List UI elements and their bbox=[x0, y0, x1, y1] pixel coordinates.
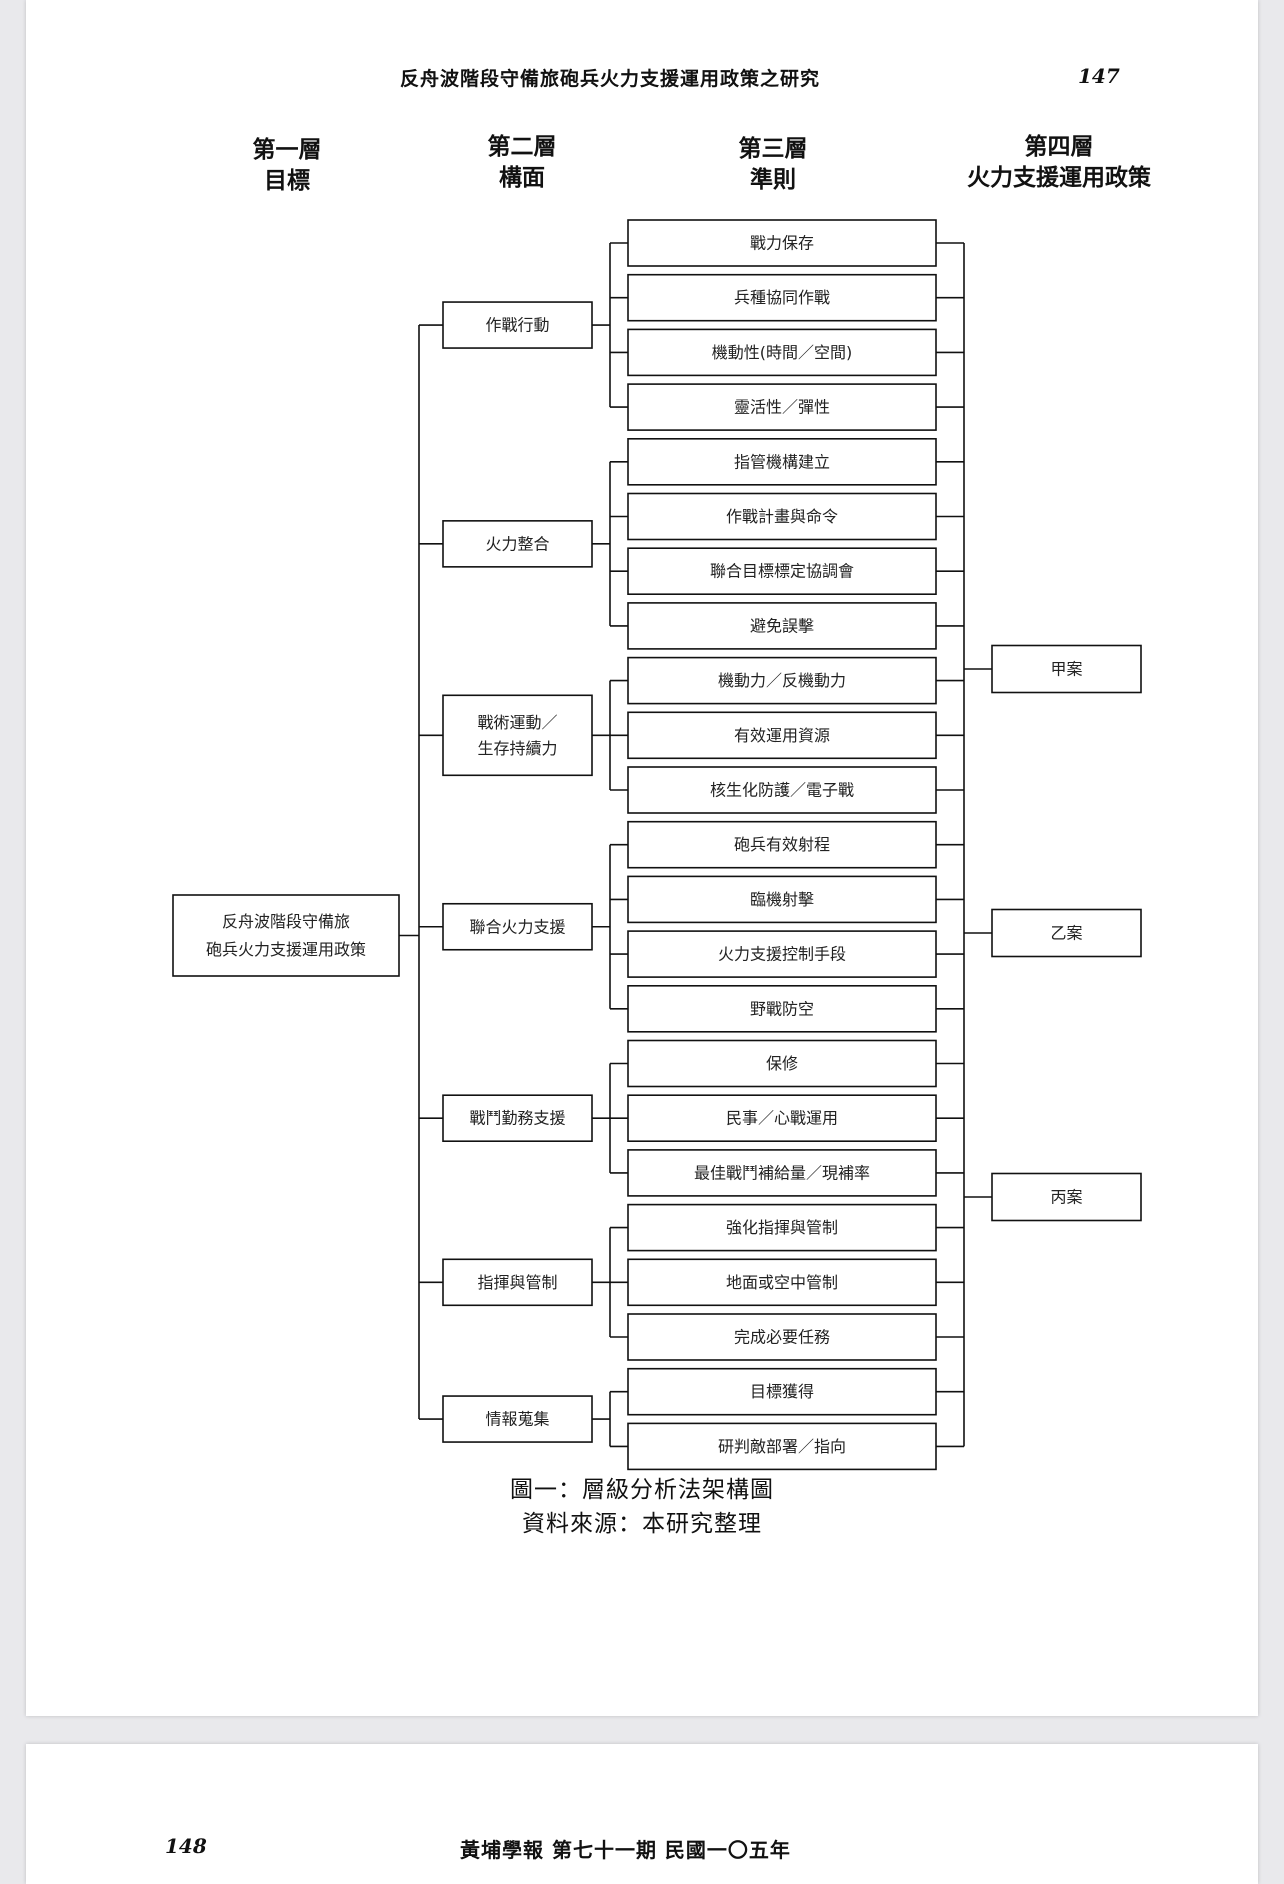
criterion-label: 避免誤擊 bbox=[750, 616, 814, 635]
criterion-box bbox=[627, 930, 937, 978]
goal-box bbox=[172, 894, 400, 977]
criterion-label: 有效運用資源 bbox=[734, 726, 830, 745]
criterion-label: 民事／心戰運用 bbox=[726, 1109, 838, 1128]
criterion-label: 最佳戰鬥補給量／現補率 bbox=[694, 1163, 870, 1182]
alternative-label: 乙案 bbox=[1050, 924, 1082, 943]
alternative-box bbox=[991, 1172, 1142, 1222]
criterion-label: 強化指揮與管制 bbox=[726, 1218, 838, 1237]
alternative-box bbox=[991, 908, 1142, 958]
criterion-label: 靈活性／彈性 bbox=[734, 398, 830, 417]
level-3-heading: 第三層 準則 bbox=[663, 133, 883, 195]
dimension-box bbox=[442, 301, 593, 349]
dimension-label: 聯合火力支援 bbox=[469, 917, 565, 936]
criterion-box bbox=[627, 984, 937, 1033]
dimension-box bbox=[442, 1395, 593, 1443]
dimension-label-line1: 戰術運動／ bbox=[477, 713, 557, 732]
criterion-box bbox=[627, 602, 937, 650]
goal-label-line2: 砲兵火力支援運用政策 bbox=[206, 940, 366, 959]
level-1-label: 第一層 bbox=[252, 136, 322, 163]
level-4-name: 火力支援運用政策 bbox=[967, 164, 1151, 191]
dimension-box bbox=[442, 694, 593, 777]
page-148 bbox=[26, 1744, 1258, 1884]
dimension-box bbox=[442, 902, 593, 951]
dimension-box bbox=[442, 520, 593, 568]
criterion-box bbox=[627, 1422, 937, 1471]
criterion-box bbox=[627, 219, 937, 267]
level-4-label: 第四層 bbox=[1024, 133, 1094, 160]
criterion-box bbox=[627, 1094, 937, 1142]
criterion-label: 地面或空中管制 bbox=[726, 1273, 838, 1292]
dimension-label: 作戰行動 bbox=[485, 316, 549, 335]
running-header-title: 反舟波階段守備旅砲兵火力支援運用政策之研究 bbox=[400, 68, 821, 90]
criterion-box bbox=[627, 273, 937, 322]
criterion-label: 保修 bbox=[766, 1054, 798, 1073]
level-2-heading: 第二層 構面 bbox=[412, 131, 632, 193]
header-page-number: 147 bbox=[1078, 64, 1120, 88]
criterion-label: 核生化防護／電子戰 bbox=[710, 781, 854, 800]
criterion-label: 兵種協同作戰 bbox=[734, 288, 830, 307]
criterion-label: 完成必要任務 bbox=[734, 1328, 830, 1347]
dimension-label: 情報蒐集 bbox=[485, 1410, 549, 1429]
criterion-label: 作戰計畫與命令 bbox=[726, 507, 838, 526]
criterion-label: 砲兵有效射程 bbox=[734, 835, 830, 854]
footer-page-number: 148 bbox=[165, 1834, 207, 1858]
criterion-label: 聯合目標標定協調會 bbox=[710, 562, 854, 581]
criterion-box bbox=[627, 711, 937, 760]
alternative-box bbox=[991, 644, 1142, 694]
level-1-heading: 第一層 目標 bbox=[177, 134, 397, 196]
criterion-box bbox=[627, 875, 937, 924]
criterion-label: 火力支援控制手段 bbox=[718, 945, 846, 964]
figure-source: 資料來源：本研究整理 bbox=[522, 1511, 762, 1537]
level-2-label: 第二層 bbox=[487, 133, 557, 160]
level-3-label: 第三層 bbox=[738, 135, 808, 162]
criterion-box bbox=[627, 766, 937, 814]
criterion-label: 機動力／反機動力 bbox=[718, 671, 846, 690]
criterion-label: 機動性(時間／空間) bbox=[712, 343, 853, 362]
criterion-label: 臨機射擊 bbox=[750, 890, 814, 909]
goal-label-line1: 反舟波階段守備旅 bbox=[222, 912, 350, 931]
dimension-label: 戰鬥勤務支援 bbox=[469, 1109, 565, 1128]
dimension-label: 火力整合 bbox=[485, 534, 549, 553]
level-4-heading: 第四層 火力支援運用政策 bbox=[944, 131, 1174, 193]
criterion-box bbox=[627, 547, 937, 596]
criterion-label: 戰力保存 bbox=[750, 234, 814, 253]
dimension-label-line2: 生存持續力 bbox=[477, 739, 557, 758]
alternative-label: 甲案 bbox=[1050, 660, 1082, 679]
criterion-box bbox=[627, 383, 937, 431]
figure-caption: 圖一：層級分析法架構圖 bbox=[510, 1477, 774, 1503]
criterion-box bbox=[627, 1258, 937, 1307]
alternative-label: 丙案 bbox=[1050, 1188, 1082, 1207]
level-3-name: 準則 bbox=[750, 166, 796, 193]
running-footer-title: 黃埔學報 第七十一期 民國一〇五年 bbox=[460, 1838, 791, 1862]
level-1-name: 目標 bbox=[264, 167, 310, 194]
criterion-label: 目標獲得 bbox=[750, 1382, 814, 1401]
criterion-label: 指管機構建立 bbox=[734, 452, 830, 471]
dimension-box bbox=[442, 1094, 593, 1142]
dimension-label: 指揮與管制 bbox=[477, 1273, 557, 1292]
level-2-name: 構面 bbox=[499, 164, 545, 191]
criterion-label: 野戰防空 bbox=[750, 999, 814, 1018]
criterion-label: 研判敵部署／指向 bbox=[718, 1437, 846, 1456]
